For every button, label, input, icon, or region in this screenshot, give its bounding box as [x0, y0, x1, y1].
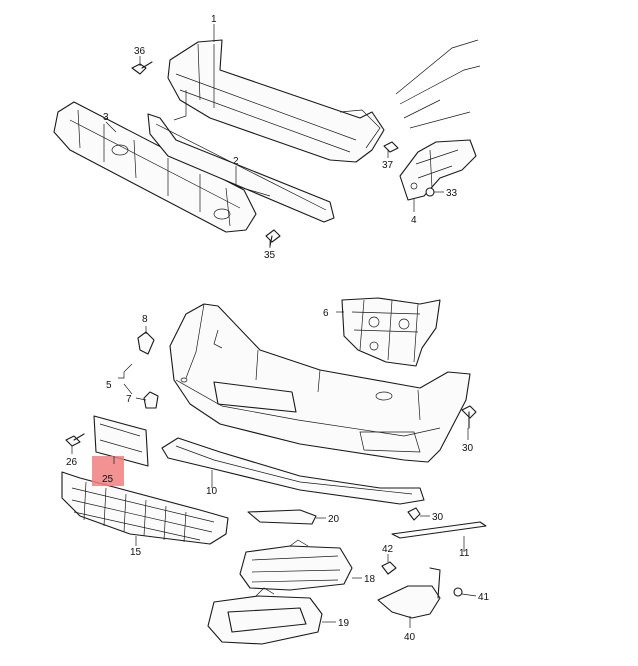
- callout-labels: 1 2 3 4 5 6 7 8 10 11 15 18 19 20 25 26 …: [66, 14, 490, 643]
- label-part-10: 10: [206, 486, 218, 497]
- part-33-nut: [425, 187, 435, 197]
- part-36-bolt: [131, 61, 153, 75]
- label-part-7: 7: [126, 394, 132, 405]
- part-15-grille: [61, 471, 229, 545]
- part-26-bolt: [65, 433, 85, 447]
- part-30-bolt-lower: [407, 507, 421, 521]
- label-part-41: 41: [478, 592, 490, 603]
- part-37-bolt: [383, 141, 399, 153]
- label-part-33: 33: [446, 188, 458, 199]
- part-30-bolt-upper: [461, 405, 477, 429]
- label-part-19: 19: [338, 618, 350, 629]
- label-part-8: 8: [142, 314, 148, 325]
- label-part-37: 37: [382, 160, 394, 171]
- label-part-15: 15: [130, 547, 142, 558]
- part-41-nut: [453, 587, 463, 597]
- label-part-18: 18: [364, 574, 376, 585]
- leader-lines: [71, 24, 477, 628]
- part-25-license-plate-bracket: [93, 415, 149, 467]
- part-19-fog-lamp-frame: [207, 587, 323, 645]
- label-part-6: 6: [323, 308, 329, 319]
- label-part-30-lower: 30: [432, 512, 444, 523]
- part-4-side-bracket: [395, 39, 481, 201]
- label-part-26: 26: [66, 457, 78, 468]
- part-2-guide-strip: [147, 113, 335, 223]
- part-7-clip: [143, 391, 159, 409]
- label-part-42: 42: [382, 544, 394, 555]
- label-part-35: 35: [264, 250, 276, 261]
- part-1-reinforcement-beam: [167, 39, 385, 163]
- label-part-11: 11: [459, 548, 470, 559]
- label-part-5: 5: [106, 380, 112, 391]
- label-part-30-upper: 30: [462, 443, 474, 454]
- part-40-bracket: [377, 567, 441, 619]
- part-5-bumper-cover: [169, 303, 471, 463]
- label-part-25: 25: [102, 474, 114, 485]
- part-25-highlight: [92, 456, 124, 486]
- label-part-4: 4: [411, 215, 417, 226]
- part-3-energy-absorber: [53, 101, 257, 233]
- label-part-2: 2: [233, 156, 239, 167]
- label-part-1: 1: [211, 14, 217, 25]
- part-10-spoiler: [161, 437, 425, 505]
- label-part-40: 40: [404, 632, 416, 643]
- part-20-trim-strip: [247, 509, 317, 525]
- label-part-3: 3: [103, 112, 109, 123]
- part-35-clip: [265, 229, 281, 247]
- part-11-trim-strip: [391, 521, 487, 539]
- label-part-36: 36: [134, 46, 146, 57]
- part-6-mounting-bracket: [341, 297, 441, 367]
- part-8-clip: [137, 331, 155, 355]
- part-42-bolt: [381, 561, 397, 575]
- part-18-fog-lamp-grille: [239, 539, 353, 591]
- label-part-20: 20: [328, 514, 340, 525]
